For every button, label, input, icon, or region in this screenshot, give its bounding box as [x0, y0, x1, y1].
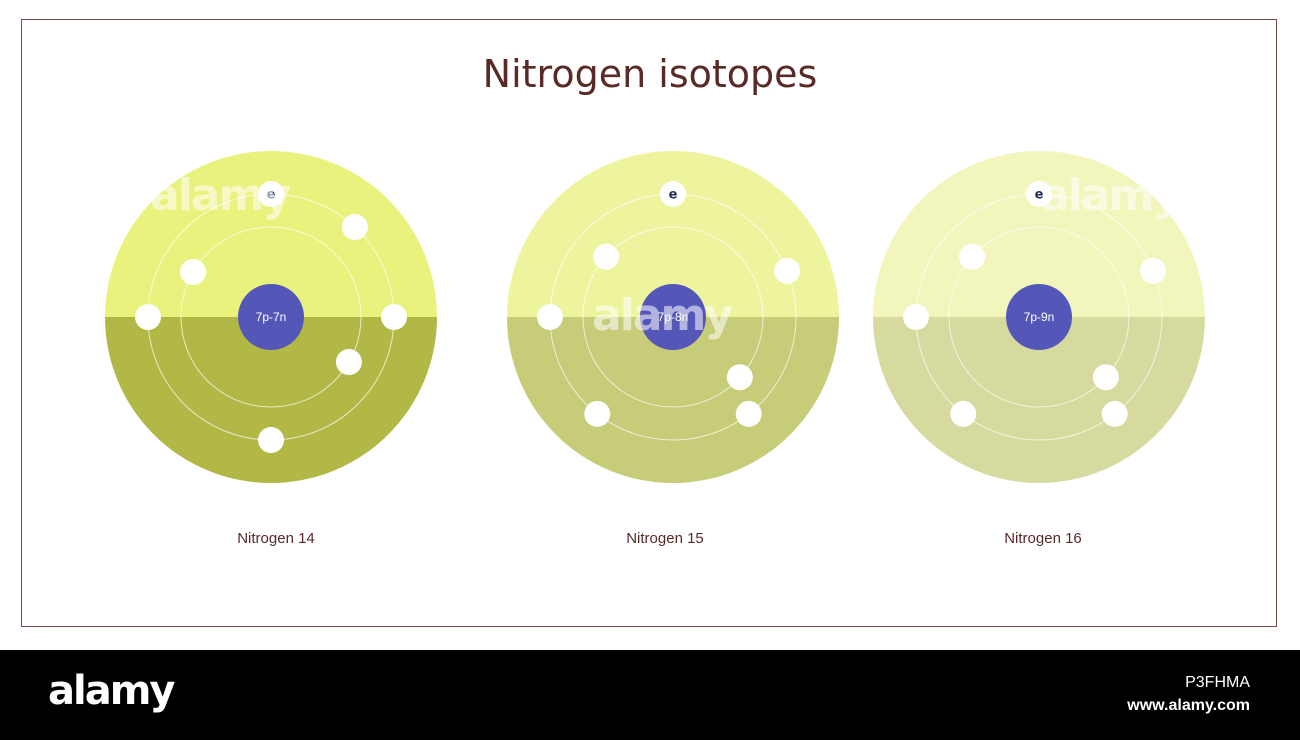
footer-url[interactable]: www.alamy.com	[1127, 697, 1250, 714]
outer-electron	[258, 427, 284, 453]
inner-orbit	[948, 226, 1130, 408]
outer-electron	[1140, 257, 1167, 284]
nucleus	[1006, 284, 1072, 350]
inner-electron	[959, 243, 986, 270]
inner-electron	[335, 349, 362, 375]
outer-electron	[903, 304, 929, 330]
inner-electron	[726, 364, 753, 391]
inner-orbit	[180, 226, 362, 408]
nucleus	[238, 284, 304, 350]
atom-svg: e 7p-7n	[105, 151, 437, 483]
outer-electron	[258, 181, 284, 207]
outer-electron	[135, 304, 161, 330]
inner-electron	[593, 243, 620, 270]
outer-electron	[1101, 400, 1128, 427]
outer-electron	[774, 257, 801, 284]
diagram-title: Nitrogen isotopes	[482, 52, 818, 96]
inner-orbit	[582, 226, 764, 408]
inner-electron	[1092, 364, 1119, 391]
atom-svg: e 7p-8n	[507, 151, 839, 483]
footer-bar: alamy P3FHMA www.alamy.com	[0, 650, 1300, 740]
footer-logo: alamy	[48, 668, 175, 714]
outer-electron	[537, 304, 563, 330]
outer-electron	[341, 214, 368, 241]
outer-electron	[660, 181, 686, 207]
outer-electron	[381, 304, 407, 330]
electron-symbol: e	[1035, 188, 1044, 203]
atom-nitrogen-14: e 7p-7n	[104, 150, 438, 484]
electron-symbol: e	[669, 188, 678, 203]
outer-electron	[1026, 181, 1052, 207]
nucleus-label: 7p-9n	[1024, 310, 1055, 324]
inner-electron	[180, 259, 207, 285]
electron-symbol: e	[267, 188, 276, 203]
outer-electron	[950, 400, 977, 427]
outer-electron	[735, 400, 762, 427]
nucleus-label: 7p-8n	[658, 310, 689, 324]
outer-electron	[584, 400, 611, 427]
atom-svg: e 7p-9n	[873, 151, 1205, 483]
atom-label-nitrogen-16: Nitrogen 16	[1004, 530, 1082, 547]
footer-image-id: P3FHMA	[1185, 674, 1250, 691]
atom-label-nitrogen-15: Nitrogen 15	[626, 530, 704, 547]
atom-nitrogen-15: e 7p-8n	[506, 150, 840, 484]
atom-label-nitrogen-14: Nitrogen 14	[237, 530, 315, 547]
nucleus-label: 7p-7n	[256, 310, 287, 324]
nucleus	[640, 284, 706, 350]
atom-nitrogen-16: e 7p-9n	[872, 150, 1206, 484]
